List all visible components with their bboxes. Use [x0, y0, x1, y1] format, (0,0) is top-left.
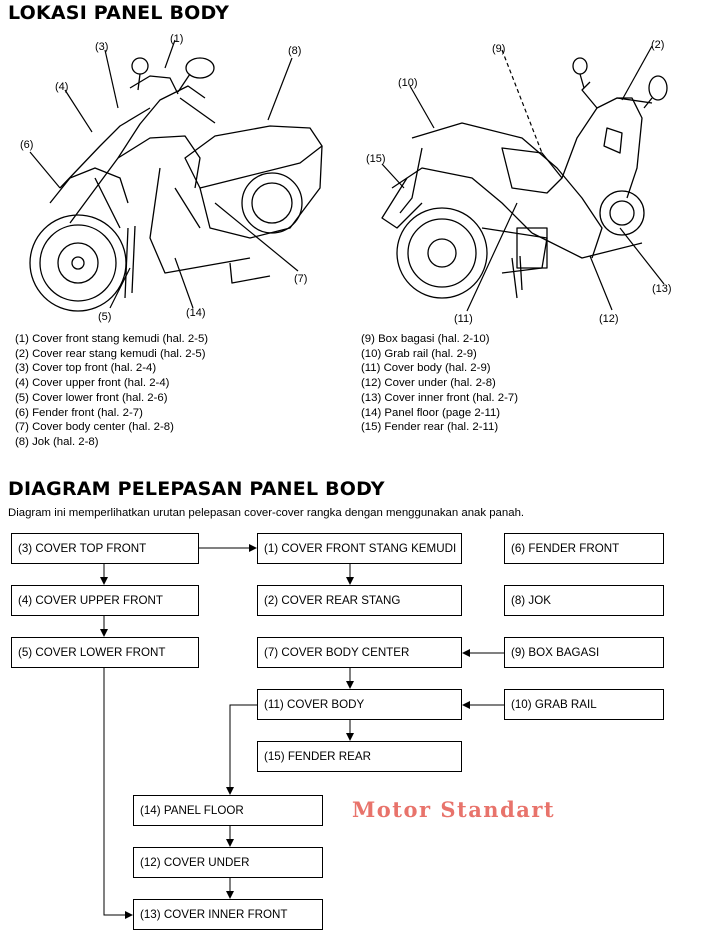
legend-item: (14) Panel floor (page 2-11) — [361, 406, 501, 419]
legend-item: (6) Fender front (hal. 2-7) — [15, 406, 143, 419]
fig-left-callout: (14) — [186, 307, 206, 319]
box-cover-upper-front: (4) COVER UPPER FRONT — [11, 585, 199, 616]
fig-right-callout: (13) — [652, 283, 672, 295]
legend-item: (2) Cover rear stang kemudi (hal. 2-5) — [15, 347, 206, 360]
fig-right-callout: (15) — [366, 153, 386, 165]
box-cover-top-front: (3) COVER TOP FRONT — [11, 533, 199, 564]
box-cover-body-center: (7) COVER BODY CENTER — [257, 637, 462, 668]
legend-item: (3) Cover top front (hal. 2-4) — [15, 362, 157, 375]
legend-item: (5) Cover lower front (hal. 2-6) — [15, 391, 168, 404]
scooter-front-view-figure: (1) (3) (4) (6) (8) (5) (14) (7) — [20, 33, 323, 323]
scooter-rear-view-figure: (9) (2) (10) (15) (11) (12) (13) — [366, 39, 672, 325]
legend-item: (7) Cover body center (hal. 2-8) — [15, 421, 174, 434]
fig-right-callout: (10) — [398, 77, 418, 89]
legend-item: (1) Cover front stang kemudi (hal. 2-5) — [15, 333, 209, 345]
fig-right-callout: (12) — [599, 313, 619, 325]
legend-left: (1) Cover front stang kemudi (hal. 2-5) … — [15, 332, 208, 450]
fig-left-callout: (4) — [55, 81, 68, 93]
legend-right: (9) Box bagasi (hal. 2-10) (10) Grab rai… — [361, 332, 518, 435]
fig-left-callout: (6) — [20, 139, 33, 151]
box-cover-lower-front: (5) COVER LOWER FRONT — [11, 637, 199, 668]
box-cover-inner-front: (13) COVER INNER FRONT — [133, 899, 323, 930]
fig-right-callout: (2) — [651, 39, 664, 51]
legend-item: (9) Box bagasi (hal. 2-10) — [361, 333, 490, 345]
fig-left-callout: (1) — [170, 33, 183, 45]
box-grab-rail: (10) GRAB RAIL — [504, 689, 664, 720]
legend-item: (12) Cover under (hal. 2-8) — [361, 377, 496, 390]
fig-left-callout: (8) — [288, 45, 301, 57]
legend-item: (15) Fender rear (hal. 2-11) — [361, 421, 499, 434]
fig-right-callout: (9) — [492, 43, 505, 55]
fig-left-callout: (3) — [95, 41, 108, 53]
legend-item: (8) Jok (hal. 2-8) — [15, 435, 99, 448]
box-panel-floor: (14) PANEL FLOOR — [133, 795, 323, 826]
box-cover-under: (12) COVER UNDER — [133, 847, 323, 878]
section-title-lokasi: LOKASI PANEL BODY — [8, 2, 230, 24]
legend-item: (11) Cover body (hal. 2-9) — [361, 362, 491, 375]
box-box-bagasi: (9) BOX BAGASI — [504, 637, 664, 668]
box-fender-front: (6) FENDER FRONT — [504, 533, 664, 564]
watermark-text: Motor Standart — [352, 797, 556, 822]
section-title-diagram: DIAGRAM PELEPASAN PANEL BODY — [8, 478, 385, 500]
legend-item: (10) Grab rail (hal. 2-9) — [361, 347, 477, 360]
box-cover-body: (11) COVER BODY — [257, 689, 462, 720]
fig-right-callout: (11) — [454, 313, 473, 325]
diagram-description: Diagram ini memperlihatkan urutan pelepa… — [8, 507, 525, 519]
legend-item: (4) Cover upper front (hal. 2-4) — [15, 377, 170, 390]
fig-left-callout: (5) — [98, 311, 111, 323]
box-jok: (8) JOK — [504, 585, 664, 616]
box-cover-front-stang-kemudi: (1) COVER FRONT STANG KEMUDI — [257, 533, 462, 564]
fig-left-callout: (7) — [294, 273, 307, 285]
box-cover-rear-stang: (2) COVER REAR STANG — [257, 585, 462, 616]
legend-item: (13) Cover inner front (hal. 2-7) — [361, 391, 518, 404]
box-fender-rear: (15) FENDER REAR — [257, 741, 462, 772]
